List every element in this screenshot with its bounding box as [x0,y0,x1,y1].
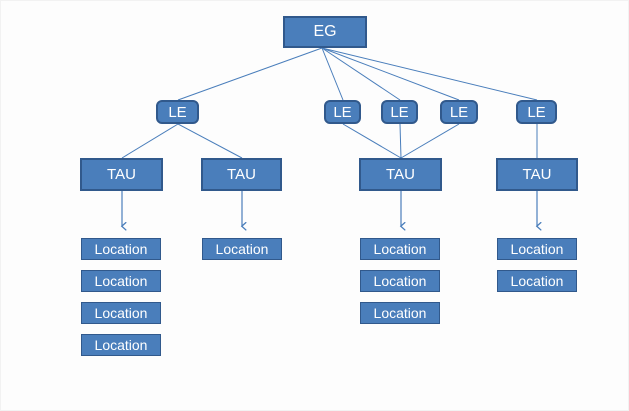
node-le-le4[interactable]: LE [440,100,478,124]
node-tau-tau2[interactable]: TAU [201,158,282,191]
edges-tau-to-location [122,191,537,226]
node-le-le3[interactable]: LE [381,100,418,124]
node-tau-tau4[interactable]: TAU [496,158,578,191]
edge-eg-to-le4 [321,47,460,101]
edge-le3-to-tau3 [399,123,402,159]
node-location-loc1-1[interactable]: Location [81,238,161,260]
node-location-loc1-3[interactable]: Location [81,302,161,324]
node-location-loc4-1[interactable]: Location [497,238,577,260]
node-le-le2[interactable]: LE [324,100,361,124]
node-location-loc2-1[interactable]: Location [202,238,282,260]
node-location-loc3-1[interactable]: Location [360,238,440,260]
edge-le1-to-tau1 [121,123,179,159]
node-location-loc1-2[interactable]: Location [81,270,161,292]
node-location-loc3-3[interactable]: Location [360,302,440,324]
node-eg[interactable]: EG [283,16,367,48]
edge-le4-to-tau3 [400,123,460,159]
edges-eg-to-le [177,47,538,101]
edge-eg-to-le2 [321,47,344,101]
edge-le1-to-tau2 [177,123,243,159]
node-tau-tau1[interactable]: TAU [80,158,163,191]
edge-eg-to-le3 [321,47,401,101]
node-le-le5[interactable]: LE [516,100,557,124]
node-tau-tau3[interactable]: TAU [359,158,442,191]
node-location-loc1-4[interactable]: Location [81,334,161,356]
node-location-loc3-2[interactable]: Location [360,270,440,292]
edge-eg-to-le5 [321,47,538,101]
edge-eg-to-le1 [177,47,323,101]
node-location-loc4-2[interactable]: Location [497,270,577,292]
node-le-le1[interactable]: LE [156,100,199,124]
edges-le-to-tau [121,123,538,159]
edge-le2-to-tau3 [342,123,402,159]
